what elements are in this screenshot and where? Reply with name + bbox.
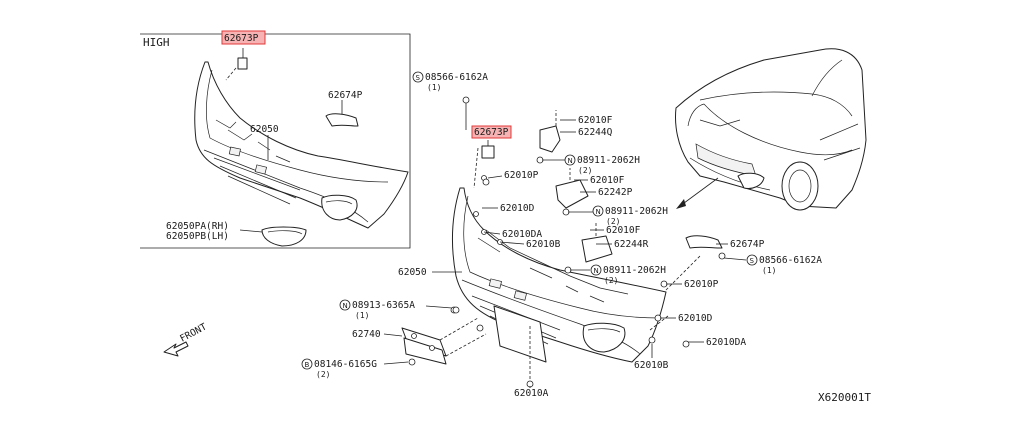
label-08566-6162a-side: 08566-6162A [759,255,822,266]
label-62010f-2: 62010F [590,175,625,186]
symbol-s-icon [412,71,424,83]
inset-finisher [261,226,307,247]
label-08566-6162a-side-qty: (1) [762,266,776,275]
nut-08913-icon [452,306,460,314]
front-arrow [163,341,189,357]
symbol-b: B [305,361,310,369]
inset-label-62050: 62050 [250,124,279,135]
symbol-n2: N [596,208,601,216]
label-62674p: 62674P [730,239,765,250]
symbol-n4: N [343,302,348,310]
label-62740: 62740 [352,329,381,340]
label-62010b-2: 62010B [634,360,669,371]
label-62010da-1: 62010DA [502,229,542,240]
upper-brackets [473,110,613,274]
vehicle-sketch [675,48,867,211]
diagram-id: X620001T [818,391,871,404]
label-62010d-1: 62010D [500,203,535,214]
symbol-s2-icon [746,254,758,266]
label-62010b-1: 62010B [526,239,561,250]
label-08913-6365a: 08913-6365A [352,300,415,311]
label-62673p: 62673P [474,127,509,138]
symbol-n2-icon [592,205,604,217]
label-62242p: 62242P [598,187,633,198]
symbol-s: S [416,74,421,82]
label-08911-2062h-3-qty: (2) [604,276,618,285]
symbol-n3-icon [590,264,602,276]
symbol-b-icon [301,358,313,370]
label-62244q: 62244Q [578,127,613,138]
inset-bumper-drawing [194,61,409,229]
inset-label-62674p: 62674P [328,90,363,101]
symbol-n1-icon [564,154,576,166]
label-08913-6365a-qty: (1) [355,311,369,320]
label-08911-2062h-1: 08911-2062H [577,155,640,166]
label-62050: 62050 [398,267,427,278]
clip-62010p-icon [482,178,490,186]
inset-clip-highlight [221,30,266,45]
label-08911-2062h-2-qty: (2) [606,217,620,226]
label-62010a: 62010A [514,388,549,399]
label-08911-2062h-3: 08911-2062H [603,265,666,276]
label-62010f-3: 62010F [606,225,641,236]
label-08566-6162a-top-qty: (1) [427,83,441,92]
label-08911-2062h-1-qty: (2) [578,166,592,175]
label-62010da-2: 62010DA [706,337,746,348]
label-08146-6165g: 08146-6165G [314,359,377,370]
label-08146-6165g-qty: (2) [316,370,330,379]
inset-label-62673p: 62673P [224,33,259,44]
view-arrow [679,177,719,207]
lower-plate [493,305,547,363]
label-front: FRONT [178,321,209,344]
label-62010p-1: 62010P [504,170,539,181]
view-arrow-head [676,199,686,209]
label-08911-2062h-2: 08911-2062H [605,206,668,217]
symbol-n1: N [568,157,573,165]
inset-label-62050pa: 62050PA(RH) [166,221,229,232]
clip-62673p-main [462,96,495,189]
label-62244r: 62244R [614,239,649,250]
leader-lines [383,119,747,388]
label-62010f-1: 62010F [578,115,613,126]
symbol-n4-icon [339,299,351,311]
callout-labels: S 08566-6162A (1) 62010F 62244Q N 08911-… [301,71,871,404]
inset-clip-62673p [225,48,248,81]
inset-title: HIGH [143,36,170,49]
inset-bracket-62674p [325,113,359,127]
clip-62673p-highlight [471,125,512,139]
right-side-parts [648,235,726,348]
symbol-s2: S [750,257,755,265]
bracket-plate-62740 [401,306,487,366]
inset-high: HIGH 62673P 62674P 62050 [140,30,411,249]
label-62010p-2: 62010P [684,279,719,290]
symbol-n3: N [594,267,599,275]
label-08566-6162a-top: 08566-6162A [425,72,488,83]
label-62010d-2: 62010D [678,313,713,324]
inset-frame [140,33,411,249]
inset-label-62050pb: 62050PB(LH) [166,231,229,242]
